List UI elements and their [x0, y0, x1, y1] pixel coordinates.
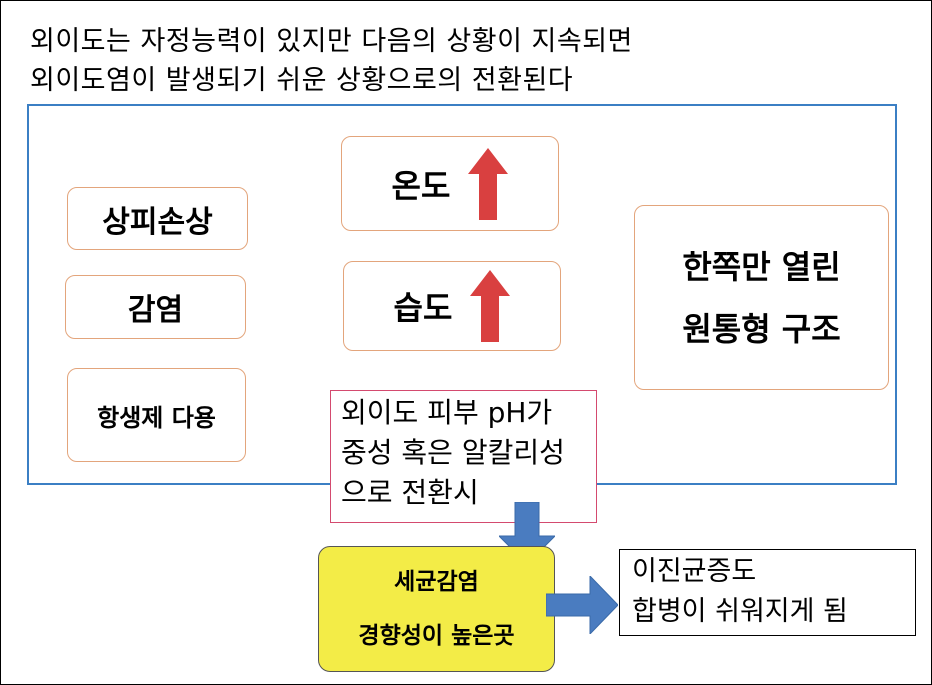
humidity-label: 습도 — [393, 289, 453, 327]
up-arrow-icon — [468, 147, 509, 220]
factor-epithelial-damage: 상피손상 — [67, 187, 248, 250]
ph-condition-box: 외이도 피부 pH가 중성 혹은 알칼리성 으로 전환시 — [330, 390, 597, 523]
candidiasis-box: 이진균증도 합병이 쉬워지게 됨 — [619, 549, 916, 636]
temperature-label: 온도 — [391, 166, 451, 205]
factor-open-cylinder-structure: 한쪽만 열린 원통형 구조 — [634, 205, 889, 390]
up-arrow-icon — [470, 270, 511, 342]
factor-infection: 감염 — [65, 275, 246, 339]
factor-humidity: 습도 — [343, 261, 561, 351]
bacterial-infection-box: 세균감염 경향성이 높은곳 — [318, 546, 555, 672]
right-arrow-icon — [546, 576, 618, 634]
diagram-title: 외이도는 자정능력이 있지만 다음의 상황이 지속되면 외이도염이 발생되기 쉬… — [30, 26, 633, 96]
factor-antibiotic-overuse: 항생제 다용 — [67, 368, 246, 462]
factor-temperature: 온도 — [341, 136, 559, 231]
